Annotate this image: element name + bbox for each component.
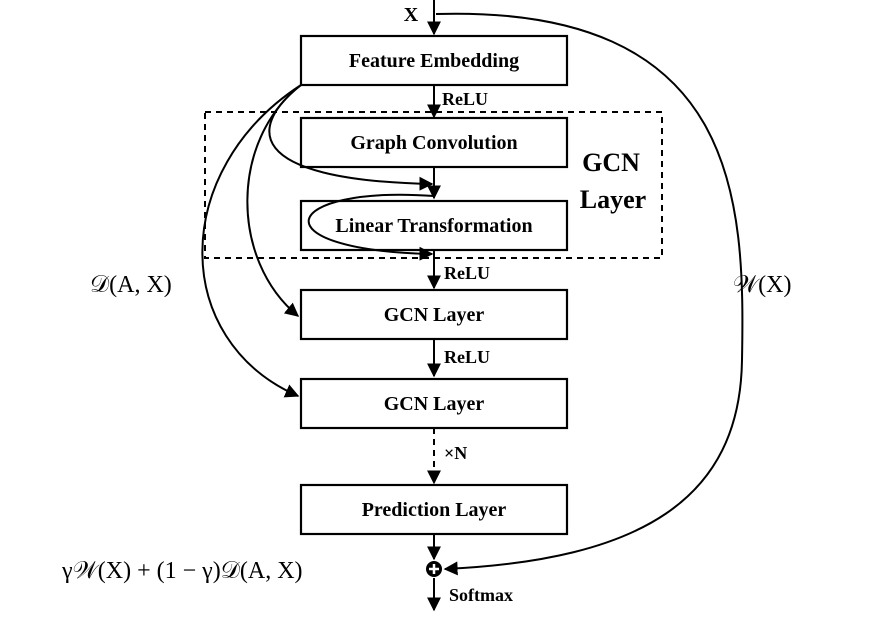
group-label-line1: GCN <box>582 148 640 177</box>
prediction-layer-box <box>299 483 569 536</box>
skip-arrow-into-lt-loop <box>307 193 435 261</box>
prediction-layer-label: Prediction Layer <box>362 499 507 521</box>
softmax-label: Softmax <box>449 585 513 605</box>
output-formula: γ𝒲(X) + (1 − γ)𝒟(A, X) <box>61 558 303 584</box>
feature-embedding-label: Feature Embedding <box>349 50 519 72</box>
gcn-layer-label-1: GCN Layer <box>384 304 485 326</box>
linear-transformation-label: Linear Transformation <box>335 215 532 237</box>
relu-label-2: ReLU <box>444 263 490 283</box>
gcn-layer-group <box>204 111 663 259</box>
skip-arrow-to-gcn-2 <box>201 84 302 398</box>
relu-label-3: ReLU <box>444 347 490 367</box>
input-label: X <box>404 4 419 26</box>
wide-path-label: 𝒲(X) <box>733 272 791 298</box>
repeat-label: ×N <box>444 443 467 463</box>
deep-path-label: 𝒟(A, X) <box>90 272 172 298</box>
wide-path-arrow <box>435 12 744 576</box>
relu-label-1: ReLU <box>442 89 488 109</box>
sum-node <box>426 561 442 577</box>
skip-arrow-to-gcn-1 <box>246 84 302 317</box>
graph-convolution-label: Graph Convolution <box>350 132 517 154</box>
gcn-layer-label-2: GCN Layer <box>384 393 485 415</box>
group-label-line2: Layer <box>580 185 646 214</box>
